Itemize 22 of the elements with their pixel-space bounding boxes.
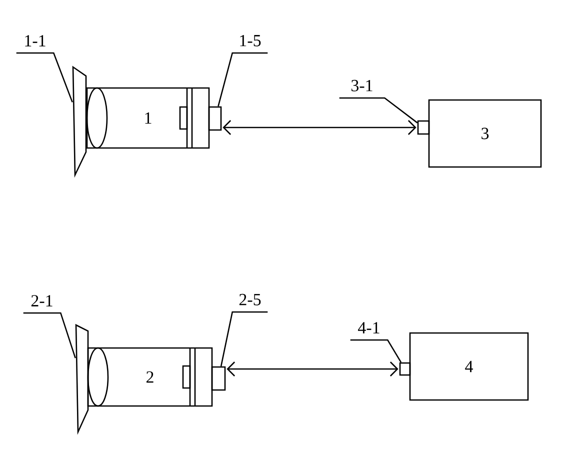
part-number: 2-1 [31,295,52,306]
arrow [226,362,398,376]
part-number: 1-1 [25,35,46,46]
leader-line [220,311,268,366]
part-number: 2-5 [239,294,261,306]
camera-body: 2 [87,347,213,407]
device-box: 3 [428,99,542,168]
arrow [222,120,416,135]
connector-plug [208,106,222,131]
leader-line [339,97,418,124]
part-number: 3-1 [351,80,372,92]
port-socket [417,120,430,135]
leader-line [218,52,268,107]
device-box: 4 [409,332,529,401]
port-socket [399,362,411,376]
connector-plug [211,366,226,391]
part-number: 1-5 [240,34,261,46]
camera-body: 1 [86,87,210,149]
leader-line [23,312,76,358]
leader-line [16,52,73,102]
leader-line [350,339,402,363]
part-number: 4-1 [358,322,380,334]
